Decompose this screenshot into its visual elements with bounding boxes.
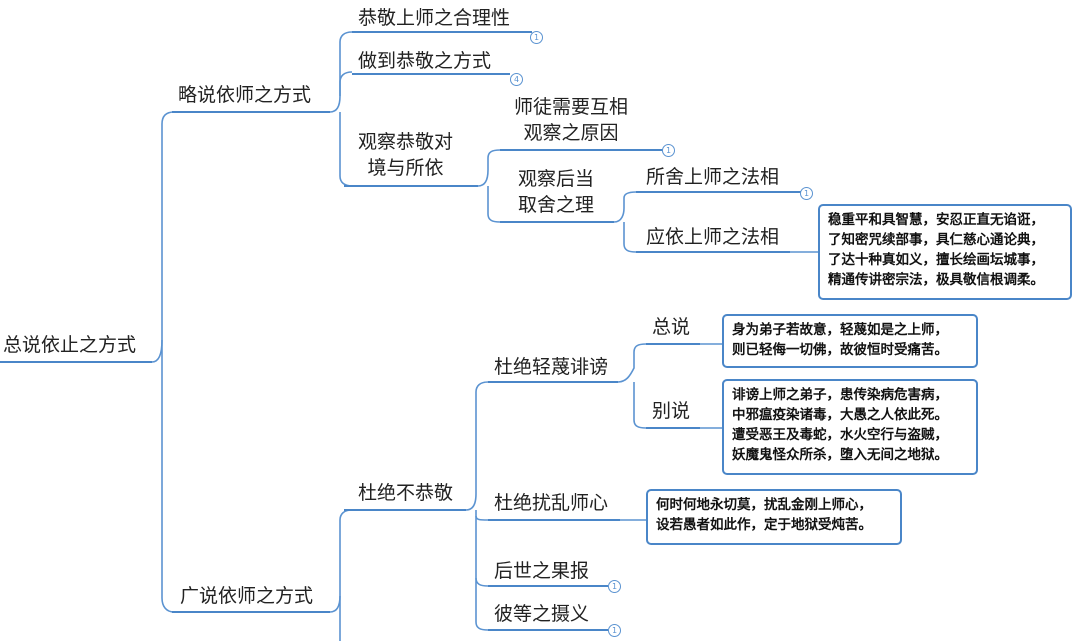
note-line: 了达十种真如义，擅长绘画坛城事， (828, 252, 1044, 268)
note-specific[interactable]: 诽谤上师之弟子，患传染病危害病， 中邪瘟疫染诸毒，大愚之人依此死。 遭受恶王及毒… (722, 379, 978, 475)
topic-disturb[interactable]: 杜绝扰乱师心 (494, 492, 609, 514)
note-general[interactable]: 身为弟子若故意，轻蔑如是之上师， 则已轻侮一切佛，故彼恒时受痛苦。 (722, 314, 978, 368)
topic-detailed[interactable]: 广说依师之方式 (180, 585, 314, 607)
topic-observe-line: 观察恭敬对 (358, 131, 454, 153)
abandon-underline (636, 191, 802, 193)
count-badge[interactable]: 1 (608, 580, 621, 593)
topic-summary[interactable]: 彼等之摄义 (494, 603, 590, 625)
topic-observe[interactable]: 观察恭敬对 境与所依 (358, 129, 453, 181)
topic-mutual-line: 师徒需要互相 (514, 96, 629, 118)
count-badge[interactable]: 1 (530, 31, 543, 44)
topic-after[interactable]: 观察后当 取舍之理 (518, 166, 594, 218)
root-topic[interactable]: 总说依止之方式 (3, 334, 137, 356)
note-line: 中邪瘟疫染诸毒，大愚之人依此死。 (732, 407, 948, 423)
note-rely[interactable]: 稳重平和具智慧，安忍正直无谄诳， 了知密咒续部事，具仁慈心通论典， 了达十种真如… (818, 204, 1072, 300)
note-line: 精通传讲密宗法，极具敬信根调柔。 (828, 272, 1044, 288)
topic-abandon[interactable]: 所舍上师之法相 (646, 166, 780, 188)
specific-underline (646, 427, 700, 429)
topic-slander[interactable]: 杜绝轻蔑诽谤 (494, 356, 609, 378)
note-line: 了知密咒续部事，具仁慈心通论典， (828, 232, 1044, 248)
how-to-underline (352, 73, 510, 75)
topic-general[interactable]: 总说 (652, 316, 691, 338)
reasonable-underline (352, 31, 532, 33)
note-line: 设若愚者如此作，定于地狱受炖苦。 (656, 517, 872, 533)
slander-underline (488, 381, 618, 383)
topic-mutual[interactable]: 师徒需要互相 观察之原因 (514, 94, 628, 146)
note-line: 诽谤上师之弟子，患传染病危害病， (732, 387, 948, 403)
rely-underline (636, 251, 790, 253)
summary-underline (488, 629, 608, 631)
count-badge[interactable]: 1 (608, 624, 621, 637)
disturb-underline (488, 519, 620, 521)
topic-mutual-line: 观察之原因 (523, 122, 619, 144)
detailed-underline (172, 611, 330, 613)
count-badge[interactable]: 1 (800, 187, 813, 200)
note-line: 则已轻侮一切佛，故彼恒时受痛苦。 (732, 342, 948, 358)
note-line: 何时何地永切莫，扰乱金刚上师心， (656, 497, 872, 513)
note-line: 妖魔鬼怪众所杀，堕入无间之地狱。 (732, 447, 948, 463)
count-badge[interactable]: 1 (662, 144, 675, 157)
note-line: 稳重平和具智慧，安忍正直无谄诳， (828, 212, 1044, 228)
note-line: 身为弟子若故意，轻蔑如是之上师， (732, 322, 948, 338)
note-disturb[interactable]: 何时何地永切莫，扰乱金刚上师心， 设若愚者如此作，定于地狱受炖苦。 (646, 489, 902, 545)
topic-after-line: 取舍之理 (518, 194, 595, 216)
karma-underline (488, 585, 608, 587)
topic-after-line: 观察后当 (518, 168, 595, 190)
topic-how-to[interactable]: 做到恭敬之方式 (358, 50, 492, 72)
root-underline (0, 361, 152, 363)
topic-rely[interactable]: 应依上师之法相 (646, 226, 780, 248)
after-underline (500, 221, 614, 223)
topic-reasonable[interactable]: 恭敬上师之合理性 (358, 7, 511, 29)
topic-observe-line: 境与所依 (367, 157, 444, 179)
observe-underline (344, 185, 478, 187)
topic-avoid-disrespect[interactable]: 杜绝不恭敬 (358, 482, 454, 504)
count-badge[interactable]: 4 (510, 73, 523, 86)
topic-brief[interactable]: 略说依师之方式 (178, 84, 312, 106)
general-underline (646, 343, 700, 345)
avoid-disrespect-underline (344, 509, 466, 511)
note-line: 遭受恶王及毒蛇，水火空行与盗贼， (732, 427, 948, 443)
brief-underline (172, 111, 330, 113)
mutual-underline (500, 149, 666, 151)
topic-specific[interactable]: 别说 (652, 400, 691, 422)
topic-karma[interactable]: 后世之果报 (494, 560, 590, 582)
